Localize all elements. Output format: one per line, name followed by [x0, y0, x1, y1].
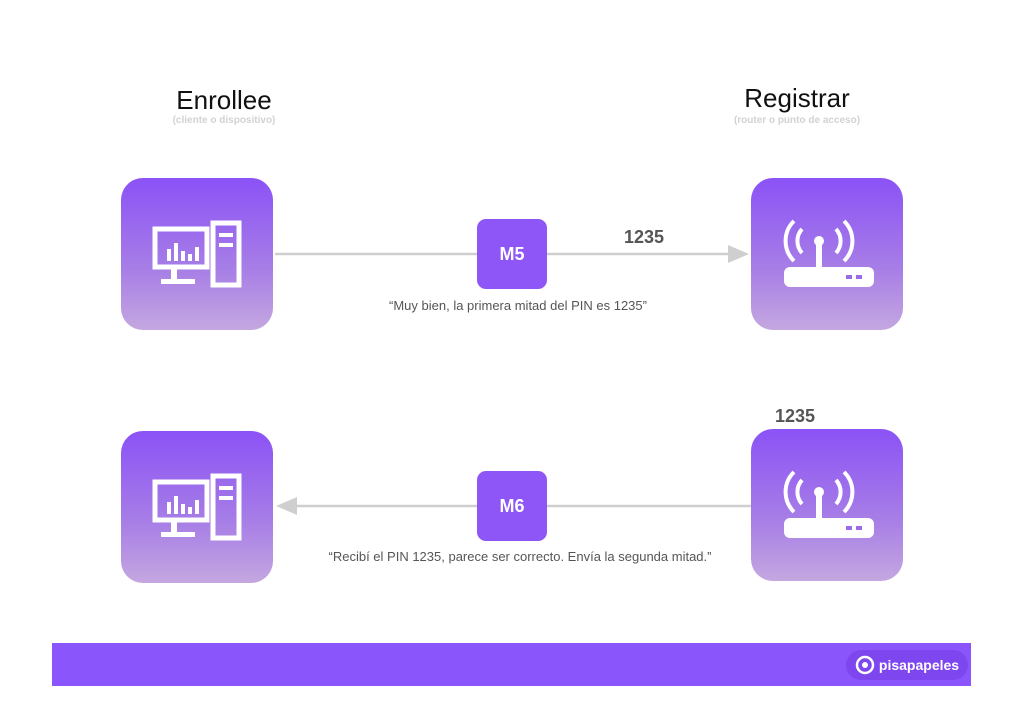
wifi-router-icon: [783, 219, 874, 287]
footer-bar: [52, 643, 971, 686]
desktop-computer-icon: [152, 473, 242, 541]
registrar-subtitle: (router o punto de acceso): [733, 115, 861, 126]
message-badge-m6: M6: [477, 471, 547, 541]
pin-label-m5: 1235: [624, 227, 665, 247]
quote-m5: “Muy bien, la primera mitad del PIN es 1…: [389, 298, 647, 313]
registrar-device-tile: [751, 178, 903, 330]
brand-logo: pisapapeles: [846, 650, 968, 680]
enrollee-device-tile: [121, 178, 273, 330]
enrollee-title: Enrollee: [176, 85, 272, 115]
registrar-title: Registrar: [744, 83, 850, 113]
enrollee-subtitle: (cliente o dispositivo): [172, 115, 276, 126]
registrar-pin-label: 1235: [775, 406, 816, 426]
logo-mark-icon: [855, 655, 875, 675]
desktop-computer-icon: [152, 220, 242, 288]
quote-m6: “Recibí el PIN 1235, parece ser correcto…: [328, 549, 712, 564]
logo-text: pisapapeles: [878, 657, 960, 673]
registrar-device-tile-2: [751, 429, 903, 581]
wifi-router-icon: [783, 470, 874, 538]
message-badge-m5: M5: [477, 219, 547, 289]
enrollee-device-tile-2: [121, 431, 273, 583]
